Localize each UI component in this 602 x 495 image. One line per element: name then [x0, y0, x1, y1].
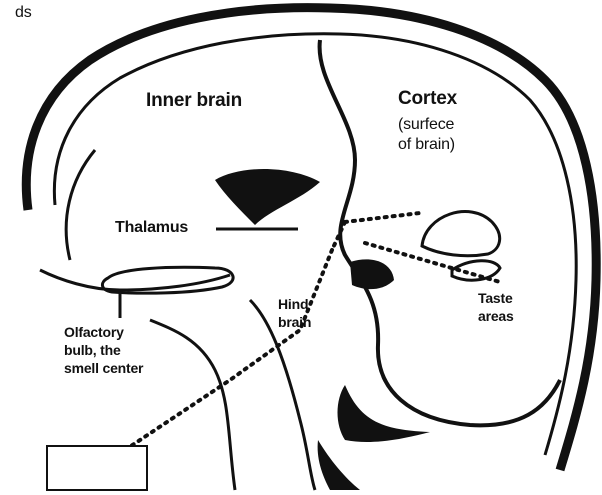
olfactory-label-line2: bulb, the: [64, 342, 121, 358]
thalamus-region: [215, 169, 320, 225]
cortex-label: Cortex: [398, 88, 457, 110]
taste-dotted-path: [110, 213, 500, 460]
olfactory-label-line3: smell center: [64, 360, 143, 376]
thalamus-label: Thalamus: [115, 219, 188, 237]
cortex-note-line2: of brain): [398, 135, 455, 154]
taste-areas-label-line1: Taste: [478, 290, 513, 306]
cortex-note-line1: (surfece: [398, 115, 454, 134]
brainstem: [338, 385, 431, 442]
pons-shape: [350, 259, 394, 289]
blank-label-box: [47, 446, 147, 490]
hind-brain-label-line1: Hind: [278, 296, 308, 312]
olfactory-label-line1: Olfactory: [64, 324, 124, 340]
brainstem-stalk: [318, 440, 360, 490]
hind-brain-label-line2: brain: [278, 314, 311, 330]
corner-fragment-text: ds: [15, 3, 32, 22]
taste-area-upper: [422, 212, 500, 256]
skull-outline: [26, 8, 596, 470]
inner-brain-label: Inner brain: [146, 90, 242, 112]
taste-areas-label-line2: areas: [478, 308, 514, 324]
